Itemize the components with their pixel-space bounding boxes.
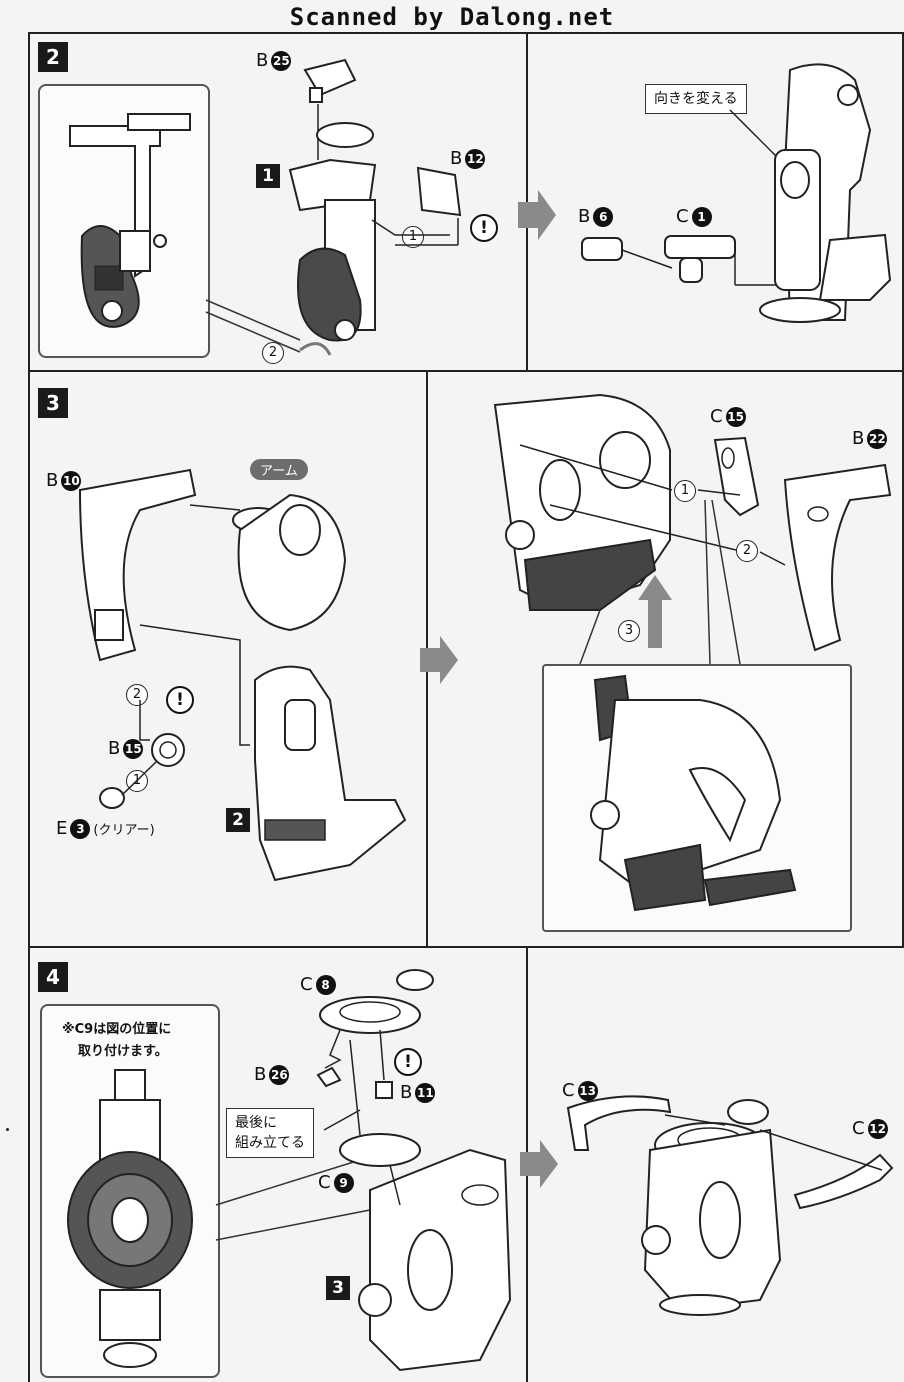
order-marker-3: 3 <box>618 620 640 642</box>
order-marker-1: 1 <box>674 480 696 502</box>
step-4-left-border <box>28 946 30 1382</box>
bracket-arm-detail-drawing <box>69 113 191 328</box>
step-4-top-border <box>28 946 902 948</box>
step-4-number: 4 <box>38 962 68 992</box>
step-2-detail-inset <box>38 84 210 358</box>
scan-watermark: Scanned by Dalong.net <box>289 3 615 31</box>
inset-note-line-2: 取り付けます。 <box>78 1044 168 1059</box>
assemble-last-callout: 最後に 組み立てる <box>226 1108 314 1158</box>
arm-tag: アーム <box>250 459 308 480</box>
step-2-number: 2 <box>38 42 68 72</box>
order-marker-2: 2 <box>736 540 758 562</box>
order-marker-1: 1 <box>402 226 424 248</box>
sub-assembly-1-label: 1 <box>256 164 280 188</box>
sub-assembly-2-label: 2 <box>226 808 250 832</box>
sub-assembly-3-label: 3 <box>326 1276 350 1300</box>
inset-note-line-1: ※C9は図の位置に <box>62 1022 172 1037</box>
direction-change-callout: 向きを変える <box>645 84 747 114</box>
step-2-divider <box>526 32 528 370</box>
margin-dot <box>6 1128 9 1131</box>
caution-icon: ! <box>394 1048 422 1076</box>
caution-icon: ! <box>470 214 498 242</box>
caution-icon: ! <box>166 686 194 714</box>
order-marker-2: 2 <box>262 342 284 364</box>
step-3-number: 3 <box>38 388 68 418</box>
order-marker-2: 2 <box>126 684 148 706</box>
